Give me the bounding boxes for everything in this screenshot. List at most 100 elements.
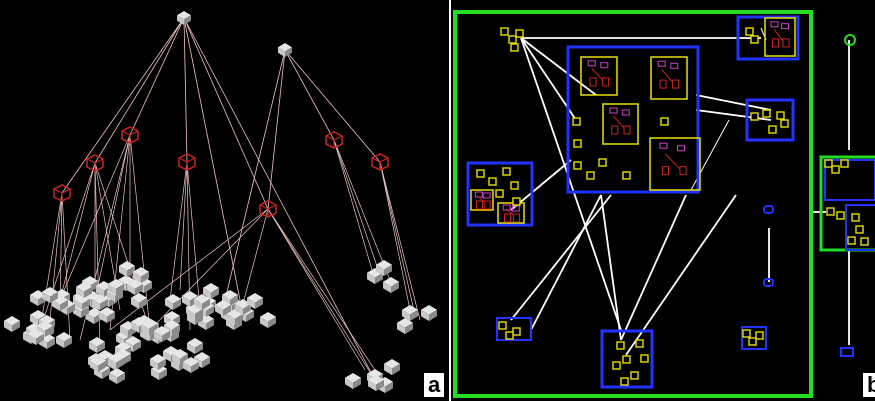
grey-cube bbox=[76, 282, 92, 298]
node-blue bbox=[763, 278, 774, 287]
grey-cube bbox=[402, 305, 418, 321]
subgroup-contents bbox=[587, 60, 610, 87]
red-cube bbox=[178, 153, 196, 171]
group-center bbox=[566, 45, 700, 194]
grey-cube bbox=[172, 349, 188, 365]
node-square bbox=[635, 339, 644, 348]
group-bottom-right bbox=[741, 326, 767, 350]
group-bottom bbox=[600, 329, 654, 389]
group-right bbox=[745, 98, 795, 142]
grey-cube bbox=[383, 277, 399, 293]
node-square bbox=[510, 43, 519, 52]
grey-cube bbox=[183, 357, 199, 373]
red-cube bbox=[86, 154, 104, 172]
edge-3d bbox=[109, 208, 269, 331]
grey-cube bbox=[376, 260, 392, 276]
node-square bbox=[598, 158, 607, 167]
group-right-a bbox=[824, 159, 875, 201]
node-square bbox=[510, 181, 519, 190]
grey-cube bbox=[56, 332, 72, 348]
grey-cube bbox=[42, 287, 58, 303]
edge-3d bbox=[61, 17, 185, 194]
edge bbox=[600, 194, 622, 341]
grey-cube bbox=[384, 359, 400, 375]
node-square bbox=[855, 225, 864, 234]
node-square bbox=[620, 377, 629, 386]
edges-3d bbox=[39, 17, 421, 386]
edge-3d bbox=[333, 139, 391, 281]
node-square bbox=[847, 236, 856, 245]
edge-3d bbox=[94, 17, 185, 164]
grey-cube bbox=[119, 261, 135, 277]
grey-cube bbox=[90, 356, 106, 372]
graph-2d-canvas bbox=[451, 0, 875, 401]
node-square bbox=[622, 355, 631, 364]
grey-cube bbox=[131, 293, 147, 309]
node-square bbox=[476, 169, 485, 178]
node-square bbox=[616, 341, 625, 350]
node-square bbox=[755, 331, 764, 340]
node-square bbox=[572, 117, 581, 126]
subgroup-contents bbox=[770, 21, 790, 48]
node-square bbox=[515, 29, 524, 38]
edge-3d bbox=[379, 161, 411, 311]
node-square bbox=[826, 207, 835, 216]
edge-3d bbox=[267, 208, 376, 381]
edge bbox=[530, 194, 602, 331]
node-square bbox=[612, 361, 621, 370]
node-square bbox=[512, 197, 521, 206]
edge-3d bbox=[379, 161, 416, 316]
edge-3d bbox=[284, 49, 335, 141]
subgroup-contents bbox=[659, 142, 687, 176]
top-cube bbox=[177, 11, 191, 25]
grey-cube bbox=[150, 354, 166, 370]
grey-cube bbox=[108, 353, 124, 369]
subgroup bbox=[580, 56, 618, 96]
node-square bbox=[768, 125, 777, 134]
edge-3d bbox=[333, 139, 373, 271]
node-square bbox=[831, 165, 840, 174]
edge-3d bbox=[267, 208, 366, 371]
edge-3d bbox=[183, 17, 241, 301]
edge-3d bbox=[239, 208, 269, 316]
panel-label-a: a bbox=[424, 373, 445, 397]
red-cube bbox=[121, 126, 139, 144]
grey-cube bbox=[421, 305, 437, 321]
node-blue bbox=[840, 347, 854, 357]
cluster-boxes bbox=[453, 10, 875, 398]
grey-cube bbox=[108, 279, 124, 295]
edge bbox=[510, 159, 572, 211]
node-square bbox=[762, 109, 771, 118]
node-square bbox=[573, 139, 582, 148]
node-square bbox=[640, 354, 649, 363]
graph-3d-canvas bbox=[0, 0, 449, 401]
subgroup bbox=[470, 189, 494, 211]
node-square bbox=[660, 117, 669, 126]
edge bbox=[695, 94, 772, 111]
group-right-b bbox=[845, 204, 875, 251]
grey-cube bbox=[141, 319, 157, 335]
nodes-3d bbox=[4, 11, 437, 393]
node-square bbox=[851, 213, 860, 222]
group-left bbox=[466, 161, 534, 227]
node-blue bbox=[763, 205, 774, 214]
grey-cube bbox=[89, 337, 105, 353]
grey-cube bbox=[260, 312, 276, 328]
edge-3d bbox=[183, 17, 188, 163]
grey-cube bbox=[133, 267, 149, 283]
node-square bbox=[824, 159, 833, 168]
edge bbox=[520, 37, 622, 331]
subgroup bbox=[650, 56, 688, 100]
grey-cube bbox=[215, 300, 231, 316]
canvas-a-background bbox=[0, 0, 449, 401]
edge-3d bbox=[379, 161, 421, 321]
group-bottom-left bbox=[496, 317, 532, 341]
grey-cube bbox=[187, 338, 203, 354]
edge-3d bbox=[39, 192, 63, 331]
grey-cube bbox=[247, 293, 263, 309]
panel-a-3d-view: a bbox=[0, 0, 449, 401]
node-square bbox=[498, 321, 507, 330]
edge-3d bbox=[333, 139, 381, 276]
grey-cube bbox=[109, 368, 125, 384]
top-cube bbox=[278, 43, 292, 57]
